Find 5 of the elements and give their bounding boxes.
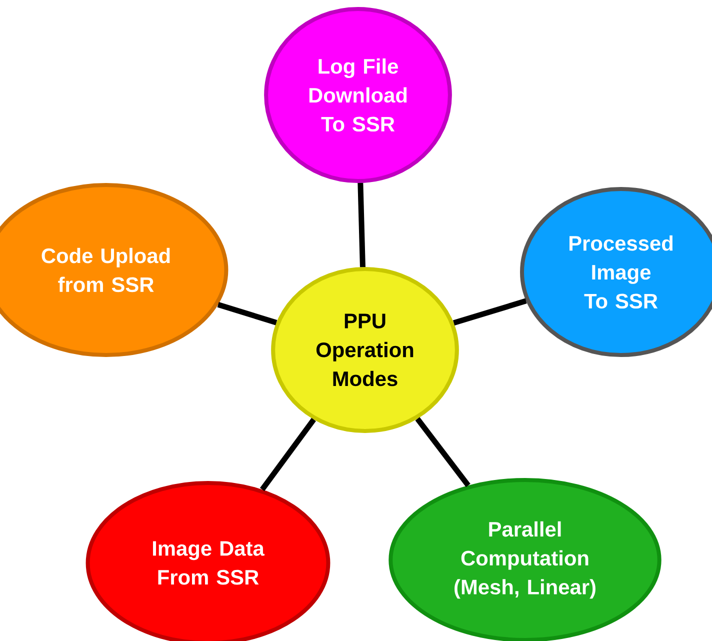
connector-line <box>415 417 470 488</box>
connector-line <box>217 302 278 326</box>
connector-line <box>453 298 527 326</box>
connector-line <box>260 418 316 492</box>
connector-line <box>358 182 366 268</box>
